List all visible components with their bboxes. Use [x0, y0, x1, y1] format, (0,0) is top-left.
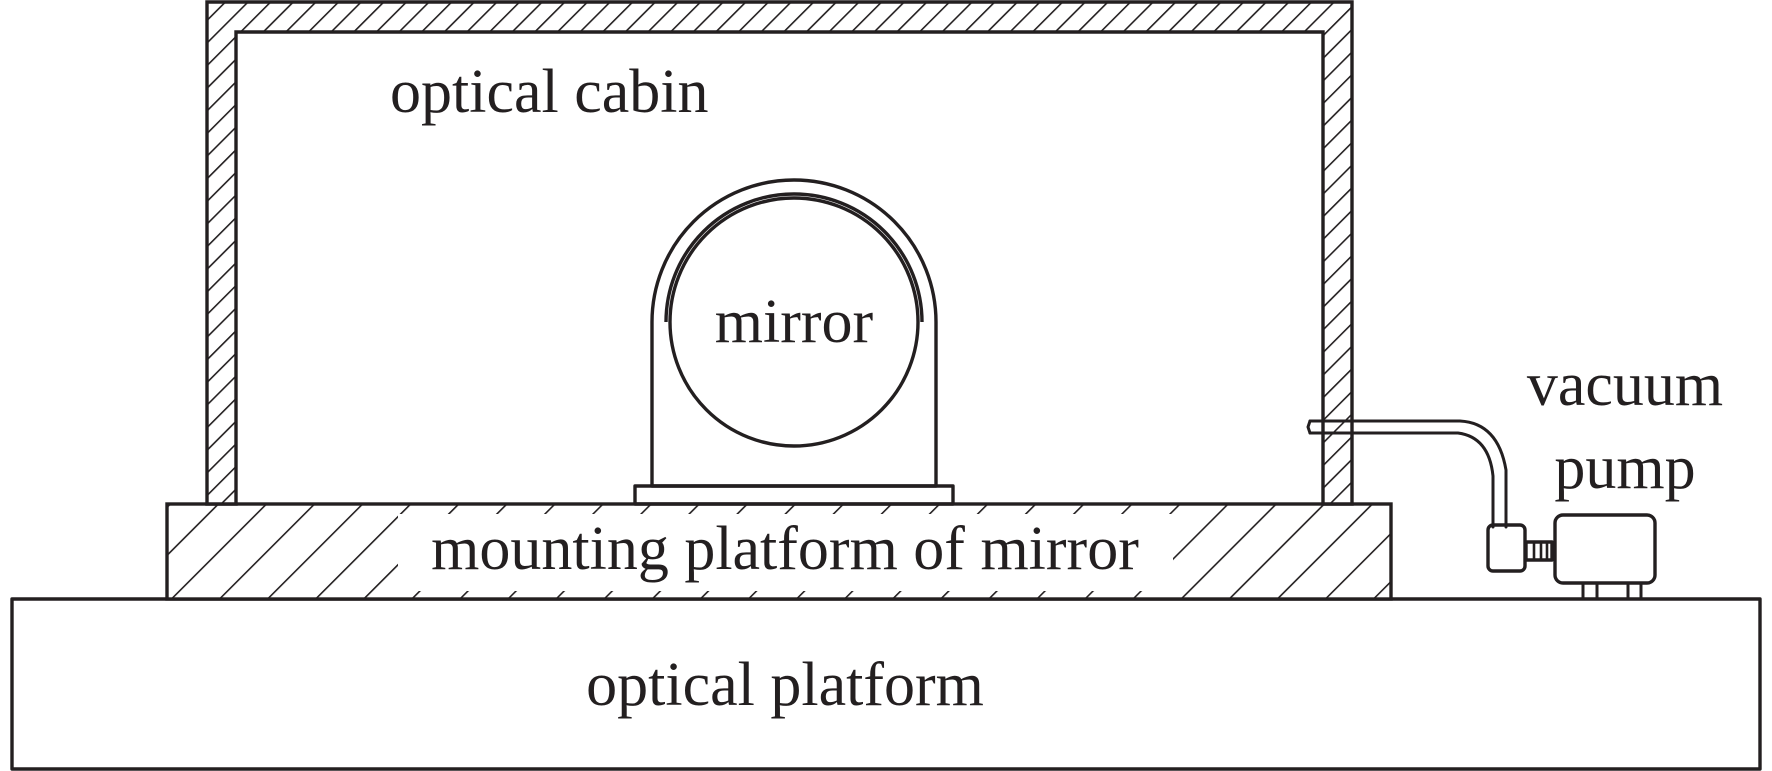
pump-body — [1553, 513, 1657, 585]
pump-coupling — [1524, 540, 1554, 562]
mirror-mount-base — [633, 484, 955, 506]
pump-valve — [1486, 523, 1527, 573]
vacuum-pump — [1486, 513, 1657, 601]
vacuum-pump-label-line2: pump — [1554, 434, 1695, 502]
mirror-mount-outer — [650, 178, 938, 488]
vacuum-hose-inner — [1308, 431, 1495, 529]
mounting-platform-label: mounting platform of mirror — [431, 515, 1139, 583]
vacuum-hose — [1308, 419, 1508, 529]
vacuum-hose-end — [1306, 419, 1312, 435]
optical-platform-label: optical platform — [586, 651, 984, 719]
vacuum-pump-label-line1: vacuum — [1527, 351, 1723, 419]
mirror-label: mirror — [715, 288, 874, 356]
mirror — [668, 196, 920, 448]
mounting-label-backdrop — [398, 514, 1173, 591]
optical-cabin-label: optical cabin — [390, 58, 708, 126]
optical-cabin-wall — [205, 0, 1354, 506]
mirror-mount-inner — [664, 192, 924, 323]
pump-feet — [1581, 581, 1643, 601]
